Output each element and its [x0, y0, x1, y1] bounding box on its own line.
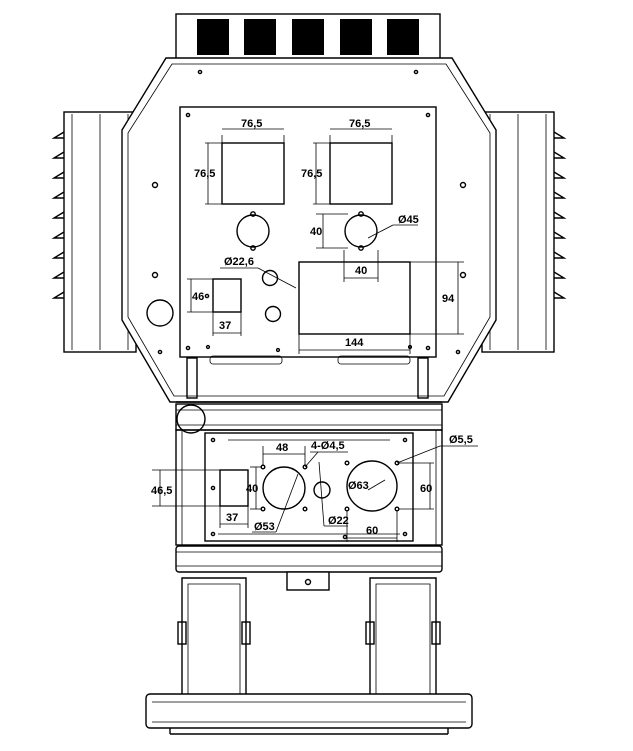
base-plate	[145, 693, 473, 729]
label-h60: 60	[420, 483, 432, 495]
label-w37-upper: 37	[219, 320, 231, 332]
label-v40-lower: 40	[246, 483, 258, 495]
label-d45: Ø45	[398, 214, 419, 226]
label-d22-6: Ø22,6	[224, 256, 254, 268]
hole-d63	[346, 460, 398, 512]
label-w144: 144	[345, 337, 364, 349]
hole-d53	[262, 466, 306, 510]
upper-dimensions: 76,5 76,5 76,5 76,5 40 Ø45 40 Ø22,6	[187, 118, 464, 354]
hole-left	[236, 214, 270, 248]
label-sq-w-right: 76,5	[349, 118, 370, 130]
label-w48: 48	[276, 442, 288, 454]
label-w37-lower: 37	[226, 512, 238, 524]
rect-cutout-small	[212, 278, 242, 313]
vent-slots	[197, 19, 419, 55]
rect-cutout-large	[298, 261, 411, 335]
base-panel	[204, 432, 414, 542]
lower-dimensions: Ø5,5 48 4-Ø4,5 46,5 40 Ø63 60 37	[151, 434, 478, 542]
label-d63: Ø63	[348, 480, 369, 492]
label-holes4: 4-Ø4,5	[311, 440, 345, 452]
base-rect-cutout	[219, 469, 249, 507]
neck	[175, 355, 443, 434]
hole-d45	[344, 214, 378, 248]
neck-knob	[176, 404, 206, 434]
body-screws	[151, 69, 467, 355]
label-sq-w-left: 76,5	[241, 118, 262, 130]
square-cutout-right	[329, 142, 393, 205]
label-h46: 46	[192, 291, 204, 303]
label-sq-h-left: 76,5	[194, 168, 215, 180]
label-h40-upper: 40	[355, 265, 367, 277]
side-knob	[146, 299, 174, 327]
label-d5-5: Ø5,5	[449, 434, 473, 446]
label-v40-upper: 40	[310, 226, 322, 238]
label-h94: 94	[442, 293, 455, 305]
label-sq-h-right: 76,5	[301, 168, 322, 180]
base-box	[175, 429, 443, 546]
label-d53: Ø53	[254, 521, 275, 533]
label-d22: Ø22	[328, 515, 349, 527]
stand	[145, 545, 473, 735]
upper-plate	[179, 106, 437, 358]
top-vent-housing	[175, 13, 441, 61]
label-w60: 60	[366, 525, 378, 537]
square-cutout-left	[221, 142, 285, 205]
label-h46-5: 46,5	[151, 485, 172, 497]
